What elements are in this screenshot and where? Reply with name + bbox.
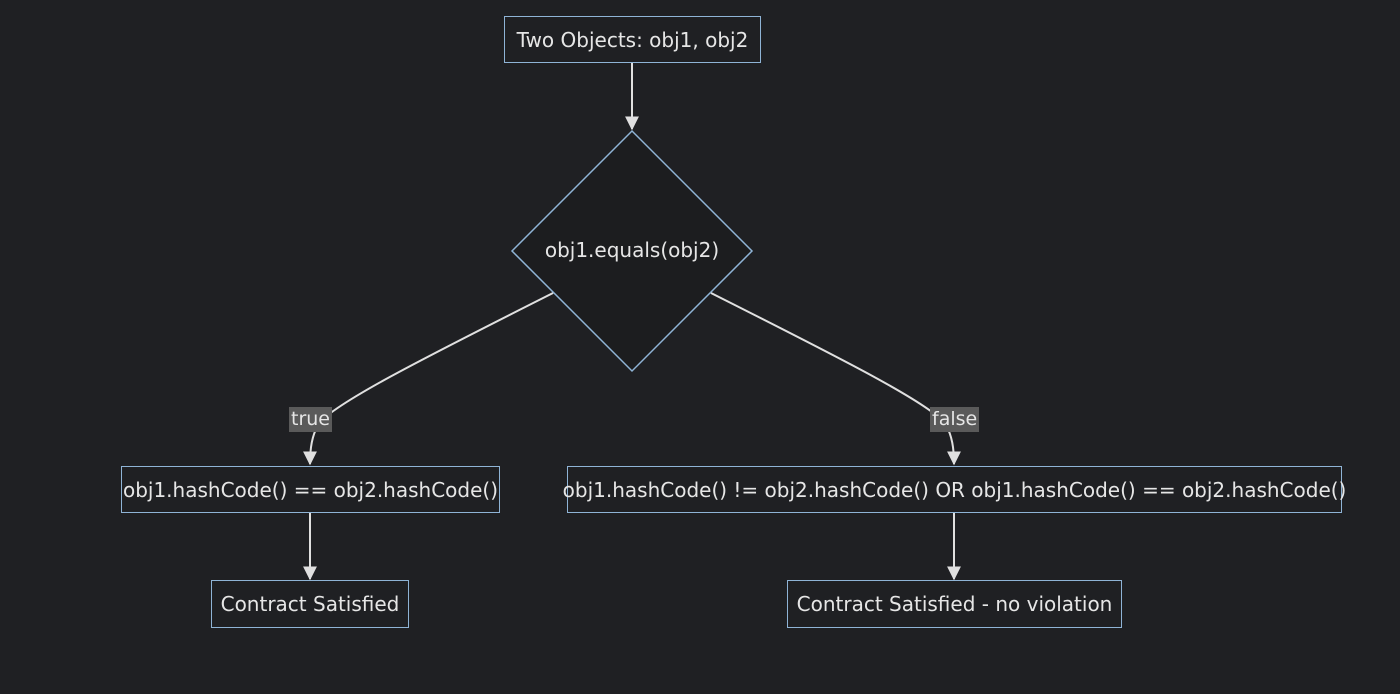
start-node: Two Objects: obj1, obj2 bbox=[504, 16, 761, 63]
edge-decision-to-true bbox=[303, 292, 554, 466]
true-result-node: Contract Satisfied bbox=[211, 580, 409, 628]
decision-diamond bbox=[510, 129, 754, 373]
true-check-node: obj1.hashCode() == obj2.hashCode() bbox=[121, 466, 500, 513]
edge-decision-to-false bbox=[710, 292, 961, 466]
false-check-label: obj1.hashCode() != obj2.hashCode() OR ob… bbox=[562, 477, 1347, 502]
false-result-node: Contract Satisfied - no violation bbox=[787, 580, 1122, 628]
true-check-label: obj1.hashCode() == obj2.hashCode() bbox=[122, 477, 499, 502]
false-check-node: obj1.hashCode() != obj2.hashCode() OR ob… bbox=[563, 466, 1346, 513]
false-result-label: Contract Satisfied - no violation bbox=[796, 592, 1113, 616]
true-result-label: Contract Satisfied bbox=[220, 592, 400, 616]
edge-label-false: false bbox=[930, 407, 980, 432]
decision-node-label: obj1.equals(obj2) bbox=[544, 238, 720, 262]
start-node-label: Two Objects: obj1, obj2 bbox=[516, 27, 749, 52]
edge-label-true: true bbox=[289, 407, 332, 432]
